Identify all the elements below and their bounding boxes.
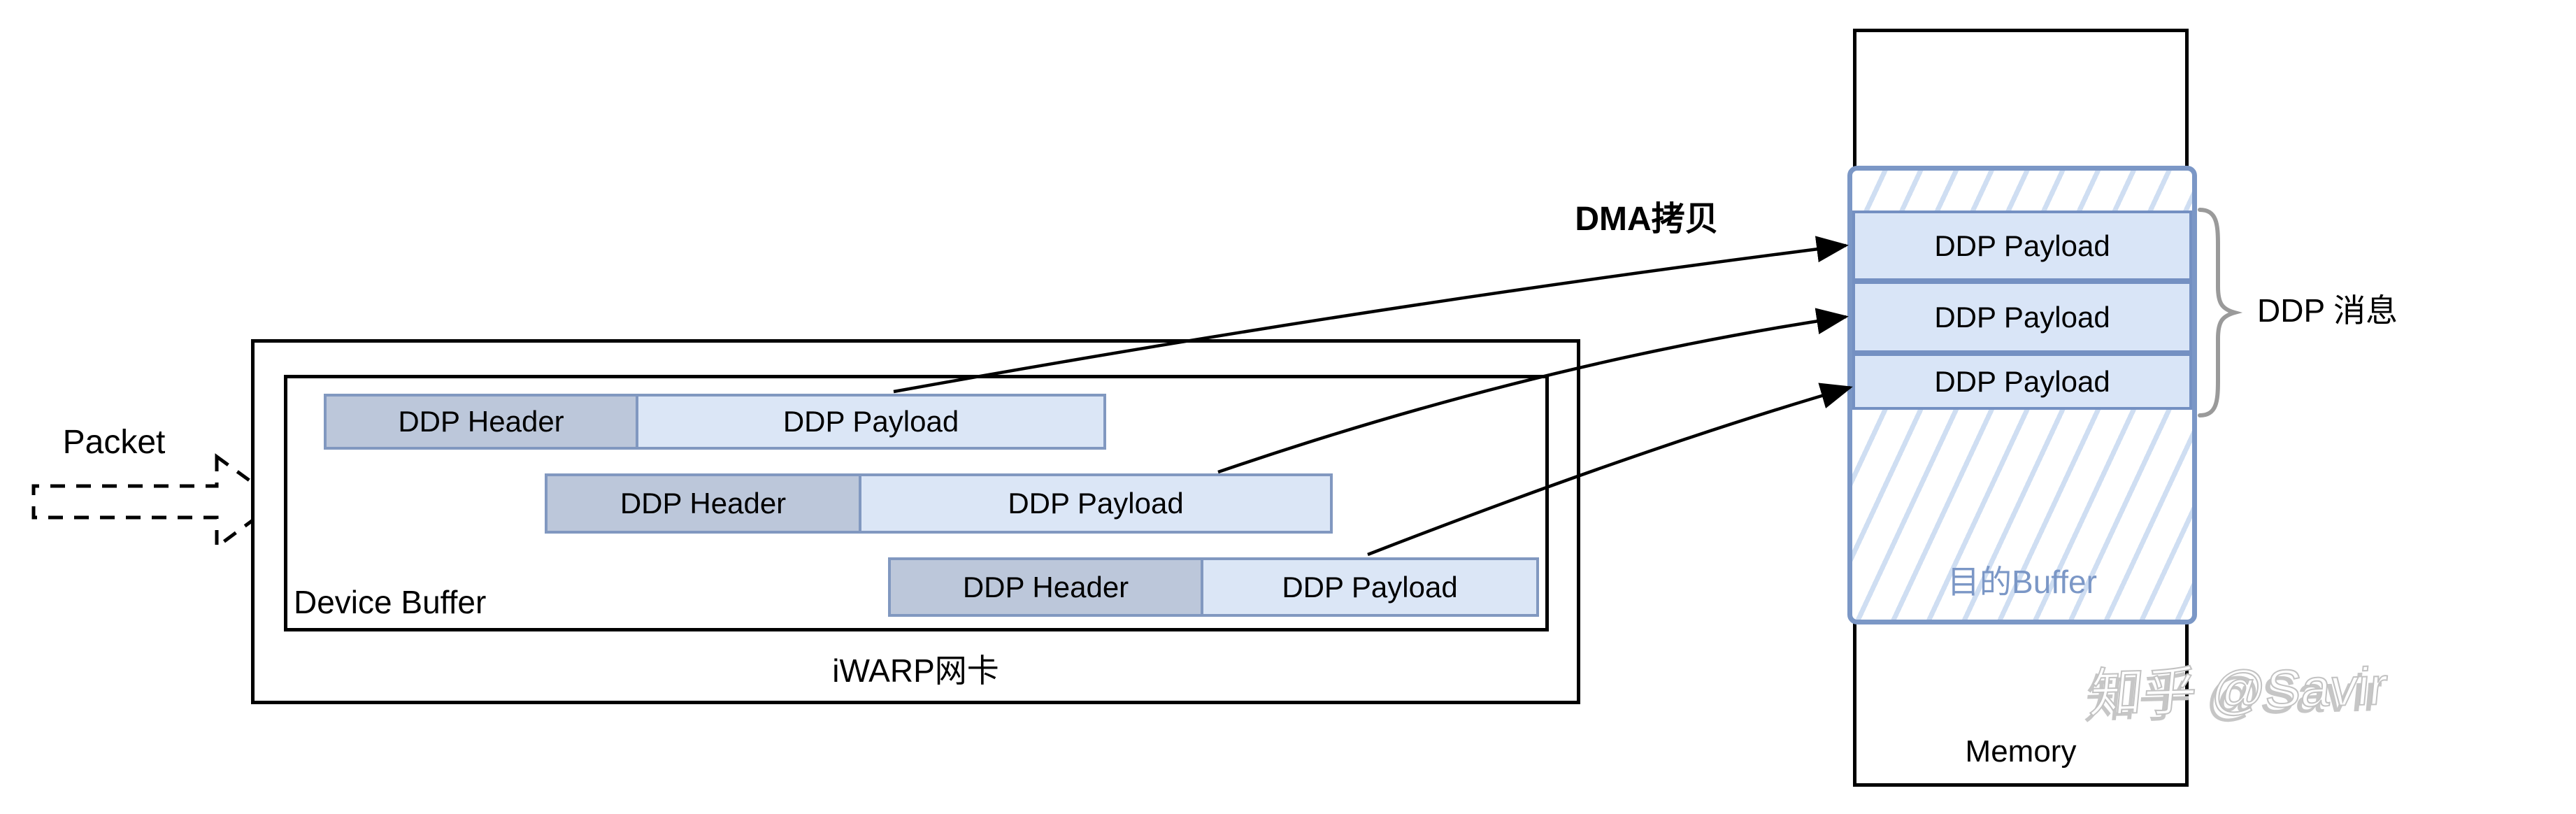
ddp-payload-cell: DDP Payload <box>861 476 1330 531</box>
destination-buffer: DDP Payload DDP Payload DDP Payload 目的Bu… <box>1847 166 2197 624</box>
memory-label: Memory <box>1965 734 2077 769</box>
ddp-header-cell: DDP Header <box>548 476 861 531</box>
dma-arrow-1 <box>893 236 1849 394</box>
dma-arrow-3 <box>1367 383 1853 557</box>
ddp-header-cell: DDP Header <box>891 560 1203 614</box>
free-buffer-space-top <box>1852 171 2192 210</box>
ddp-header-cell: DDP Header <box>327 397 638 447</box>
ddp-payload-cell: DDP Payload <box>638 397 1103 447</box>
ddp-segment-1: DDP Header DDP Payload <box>324 394 1106 450</box>
device-buffer-label: Device Buffer <box>294 584 487 620</box>
memory-ddp-payload-3: DDP Payload <box>1852 353 2192 410</box>
ddp-message-bracket <box>2198 208 2243 417</box>
watermark: 知乎 @Savir <box>2087 656 2391 724</box>
ddp-segment-3: DDP Header DDP Payload <box>888 557 1539 617</box>
destination-buffer-label: 目的Buffer <box>1947 564 2097 600</box>
dma-arrow-2 <box>1217 308 1849 474</box>
iwarp-nic-label: iWARP网卡 <box>832 652 999 689</box>
free-buffer-space-bottom: 目的Buffer <box>1852 410 2192 620</box>
memory-ddp-payload-2: DDP Payload <box>1852 281 2192 353</box>
ddp-segment-2: DDP Header DDP Payload <box>545 473 1333 534</box>
memory-ddp-payload-1: DDP Payload <box>1852 210 2192 281</box>
dma-copy-label: DMA拷贝 <box>1575 201 1719 238</box>
ddp-payload-cell: DDP Payload <box>1203 560 1536 614</box>
ddp-message-label: DDP 消息 <box>2257 292 2398 329</box>
packet-label: Packet <box>62 424 166 461</box>
